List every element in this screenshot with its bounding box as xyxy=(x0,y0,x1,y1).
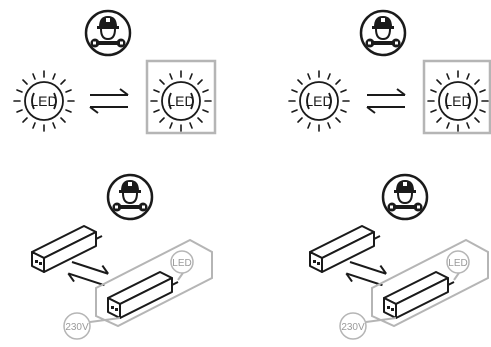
new-driver-box xyxy=(383,271,455,319)
mains-cable xyxy=(89,317,121,323)
new-driver-box xyxy=(107,271,179,319)
panel-led-swap-left: LED LED xyxy=(13,9,217,135)
led-label-right: LED xyxy=(167,93,194,109)
led-load-icon xyxy=(170,250,194,274)
replacement-frame xyxy=(145,59,217,135)
technician-wrench-icon xyxy=(359,9,407,57)
led-load-icon xyxy=(446,250,470,274)
mains-label: 230V xyxy=(341,322,365,333)
replacement-frame xyxy=(371,238,489,328)
led-label-left: LED xyxy=(305,93,332,109)
led-label-left: LED xyxy=(30,93,57,109)
technician-wrench-icon xyxy=(381,173,429,221)
led-load-label: LED xyxy=(172,258,191,269)
swap-arrows-icon xyxy=(343,255,389,292)
replacement-frame xyxy=(422,59,491,135)
old-driver-box xyxy=(31,225,103,273)
panel-driver-swap-right: LED 230V xyxy=(309,173,489,340)
mains-label: 230V xyxy=(65,322,89,333)
swap-arrows-icon xyxy=(65,255,111,292)
led-load-label: LED xyxy=(448,258,467,269)
swap-arrows-icon xyxy=(89,88,129,114)
panel-led-swap-right: LED LED xyxy=(288,9,491,135)
replacement-frame xyxy=(95,238,213,328)
mains-cable xyxy=(365,317,397,323)
swap-arrows-icon xyxy=(366,88,406,114)
led-label-right: LED xyxy=(444,93,471,109)
mains-icon xyxy=(63,312,91,340)
panel-driver-swap-left: LED 230V xyxy=(31,173,213,340)
old-driver-box xyxy=(309,225,381,273)
technician-wrench-icon xyxy=(106,173,154,221)
mains-icon xyxy=(339,312,367,340)
technician-wrench-icon xyxy=(84,9,132,57)
